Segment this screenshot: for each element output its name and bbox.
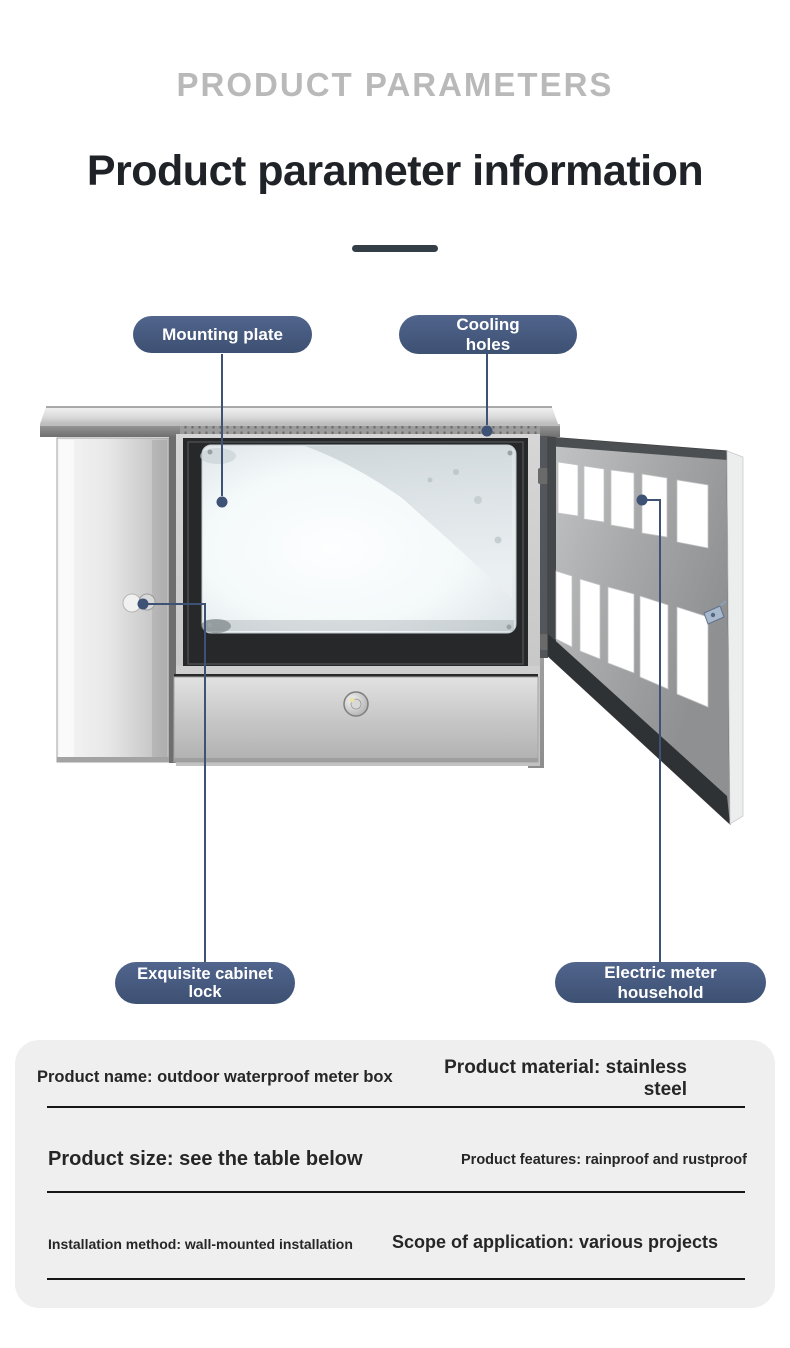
spec-application-scope: Scope of application: various projects [391,1232,719,1252]
cabinet-drawer [173,674,539,763]
mounting-plate-panel [200,444,517,634]
door-gap [169,437,176,763]
spec-divider [47,1278,745,1280]
cabinet-body [173,434,540,766]
spec-installation-method: Installation method: wall-mounted instal… [48,1236,353,1252]
callout-lines [148,354,661,962]
spec-divider [47,1191,745,1193]
spec-card: Product name: outdoor waterproof meter b… [15,1040,775,1308]
callout-dots [137,425,648,610]
callout-line-meter-household [647,499,661,962]
callout-dot-cabinet-lock [137,598,149,610]
cabinet-lid [40,406,560,437]
title-divider [352,245,438,252]
door-edge [726,450,744,825]
spec-divider [47,1106,745,1108]
cabinet-left-door [56,437,170,763]
spec-product-features: Product features: rainproof and rustproo… [461,1152,747,1168]
callout-label-cabinet-lock: Exquisite cabinet lock [115,962,295,1004]
open-door [547,436,744,826]
callout-dot-cooling-holes [481,425,493,437]
callout-label-mounting-plate: Mounting plate [133,316,312,353]
door-latch [703,600,727,625]
section-eyebrow: PRODUCT PARAMETERS [176,66,614,103]
spec-product-material: Product material: stainless steel [444,1057,687,1101]
callout-label-cooling-holes: Cooling holes [399,315,577,354]
callout-label-meter-household: Electric meter household [555,962,766,1003]
spec-product-size: Product size: see the table below [48,1148,363,1170]
page-title: Product parameter information [86,147,704,195]
callout-dot-mounting-plate [216,496,228,508]
spec-product-name: Product name: outdoor waterproof meter b… [37,1068,393,1086]
cooling-holes-strip [180,426,540,436]
callout-dot-meter-household [636,494,648,506]
callout-line-cabinet-lock [148,603,206,962]
